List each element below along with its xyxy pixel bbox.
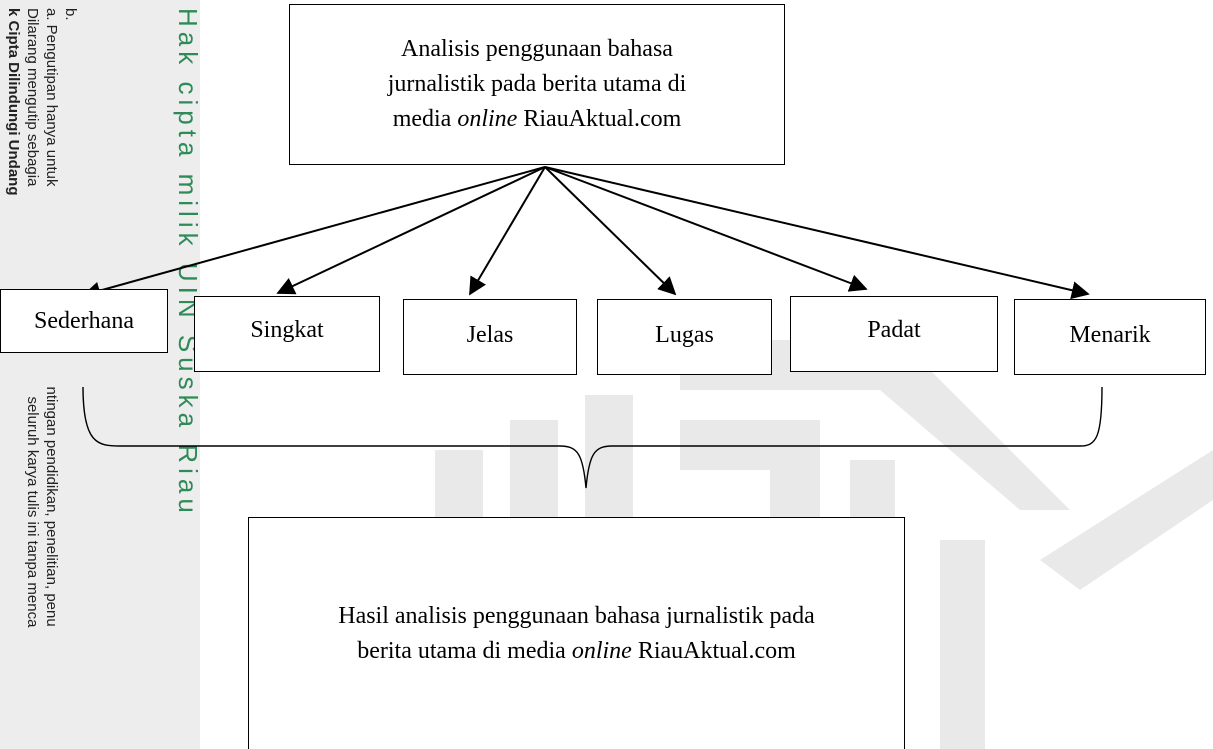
analysis-title-line-1: Analisis penggunaan bahasa <box>401 36 673 62</box>
arrow-to-jelas <box>469 166 546 296</box>
arrow-to-menarik <box>544 166 1090 300</box>
analysis-result-text: Hasil analisis penggunaan bahasa jurnali… <box>338 599 815 669</box>
arrows <box>82 166 1090 300</box>
analysis-result-line-2c: RiauAktual.com <box>631 637 796 664</box>
criterion-padat: Padat <box>790 296 998 372</box>
analysis-result-line-2b: online <box>571 637 632 664</box>
criterion-singkat: Singkat <box>194 296 380 372</box>
arrow-to-sederhana <box>82 166 546 300</box>
analysis-title-line-3b: online <box>457 106 518 132</box>
analysis-title-line-2: jurnalistik pada berita utama di <box>387 71 687 97</box>
criterion-label: Lugas <box>655 322 714 348</box>
arrow-to-lugas <box>544 166 677 296</box>
criterion-label: Singkat <box>250 317 324 343</box>
analysis-title-line-3a: media <box>392 106 458 132</box>
criterion-lugas: Lugas <box>597 299 772 375</box>
summary-brace <box>82 386 1103 489</box>
analysis-title-box: Analisis penggunaan bahasa jurnalistik p… <box>289 4 785 165</box>
analysis-title-line-3c: RiauAktual.com <box>517 106 682 132</box>
criterion-label: Jelas <box>466 322 514 348</box>
analysis-result-box: Hasil analisis penggunaan bahasa jurnali… <box>248 517 905 749</box>
criterion-sederhana: Sederhana <box>0 289 168 353</box>
analysis-result-line-1: Hasil analisis penggunaan bahasa jurnali… <box>338 602 815 629</box>
criterion-label: Sederhana <box>34 308 134 334</box>
arrow-to-padat <box>544 166 868 292</box>
analysis-title-text: Analisis penggunaan bahasa jurnalistik p… <box>388 32 687 137</box>
criterion-menarik: Menarik <box>1014 299 1206 375</box>
analysis-result-line-2a: berita utama di media <box>357 637 572 664</box>
criterion-jelas: Jelas <box>403 299 577 375</box>
copyright-strip <box>0 0 200 749</box>
arrow-to-singkat <box>276 166 546 295</box>
criterion-label: Menarik <box>1069 322 1151 348</box>
criterion-label: Padat <box>867 317 921 343</box>
